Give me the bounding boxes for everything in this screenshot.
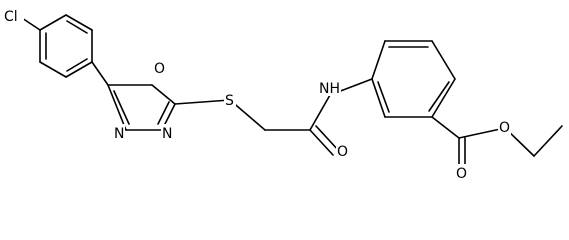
atom-nh: NH xyxy=(318,79,341,97)
atom-label-o-ring: O xyxy=(154,61,165,77)
atom-label-nh: NH xyxy=(319,81,340,97)
atom-label-o-amide: O xyxy=(337,144,348,160)
bond-inner xyxy=(377,81,390,113)
bond xyxy=(371,78,386,118)
bond-inner xyxy=(428,81,450,112)
bond-c-o-amide xyxy=(309,129,334,156)
atom-o-ester-carbonyl: O xyxy=(455,164,468,182)
atom-label-n-ring-a: N xyxy=(114,126,124,142)
atom-n-ring-a: N xyxy=(113,124,125,142)
bond xyxy=(151,84,176,105)
bond-ethyl xyxy=(533,125,563,157)
atom-cl: Cl xyxy=(2,7,24,25)
atom-o-ring: O xyxy=(153,59,166,77)
bond-inner xyxy=(113,90,130,125)
oxadiazole-ring xyxy=(107,84,176,131)
bond-aryl-oxadiazole xyxy=(91,61,109,86)
bond-inner xyxy=(157,101,170,125)
atom-label-o-ester-ether: O xyxy=(499,120,510,136)
atom-label-n-ring-b: N xyxy=(162,126,172,142)
bond xyxy=(39,61,67,78)
bond xyxy=(431,78,456,118)
bond xyxy=(371,40,386,80)
structure-canvas: Cl O N N S NH O O O xyxy=(2,7,563,182)
bond-c-n xyxy=(309,94,331,131)
bond-c-cl xyxy=(21,17,41,31)
bond-inner xyxy=(66,58,88,72)
atom-o-amide: O xyxy=(336,142,349,160)
bond xyxy=(65,61,93,78)
atom-label-cl: Cl xyxy=(4,9,18,25)
benzoate-ring xyxy=(371,40,456,118)
bond-ring-ester xyxy=(431,116,460,139)
atom-n-ring-b: N xyxy=(161,124,173,142)
bond-inner xyxy=(66,20,88,34)
molecule-structure: Cl O N N S NH O O O xyxy=(2,7,563,182)
atom-o-ester-ether: O xyxy=(498,118,511,136)
bond-c-s xyxy=(174,99,231,105)
bond xyxy=(107,84,127,131)
bond xyxy=(65,14,93,31)
bond xyxy=(431,40,456,80)
bond-c-o-amide-double xyxy=(315,125,340,152)
atom-s: S xyxy=(224,91,236,109)
bond-c-o-ether xyxy=(458,127,506,139)
chlorophenyl-ring xyxy=(39,14,93,78)
atom-label-s: S xyxy=(225,93,234,109)
atom-label-o-ester-carbonyl: O xyxy=(456,166,467,182)
bond xyxy=(39,14,67,31)
